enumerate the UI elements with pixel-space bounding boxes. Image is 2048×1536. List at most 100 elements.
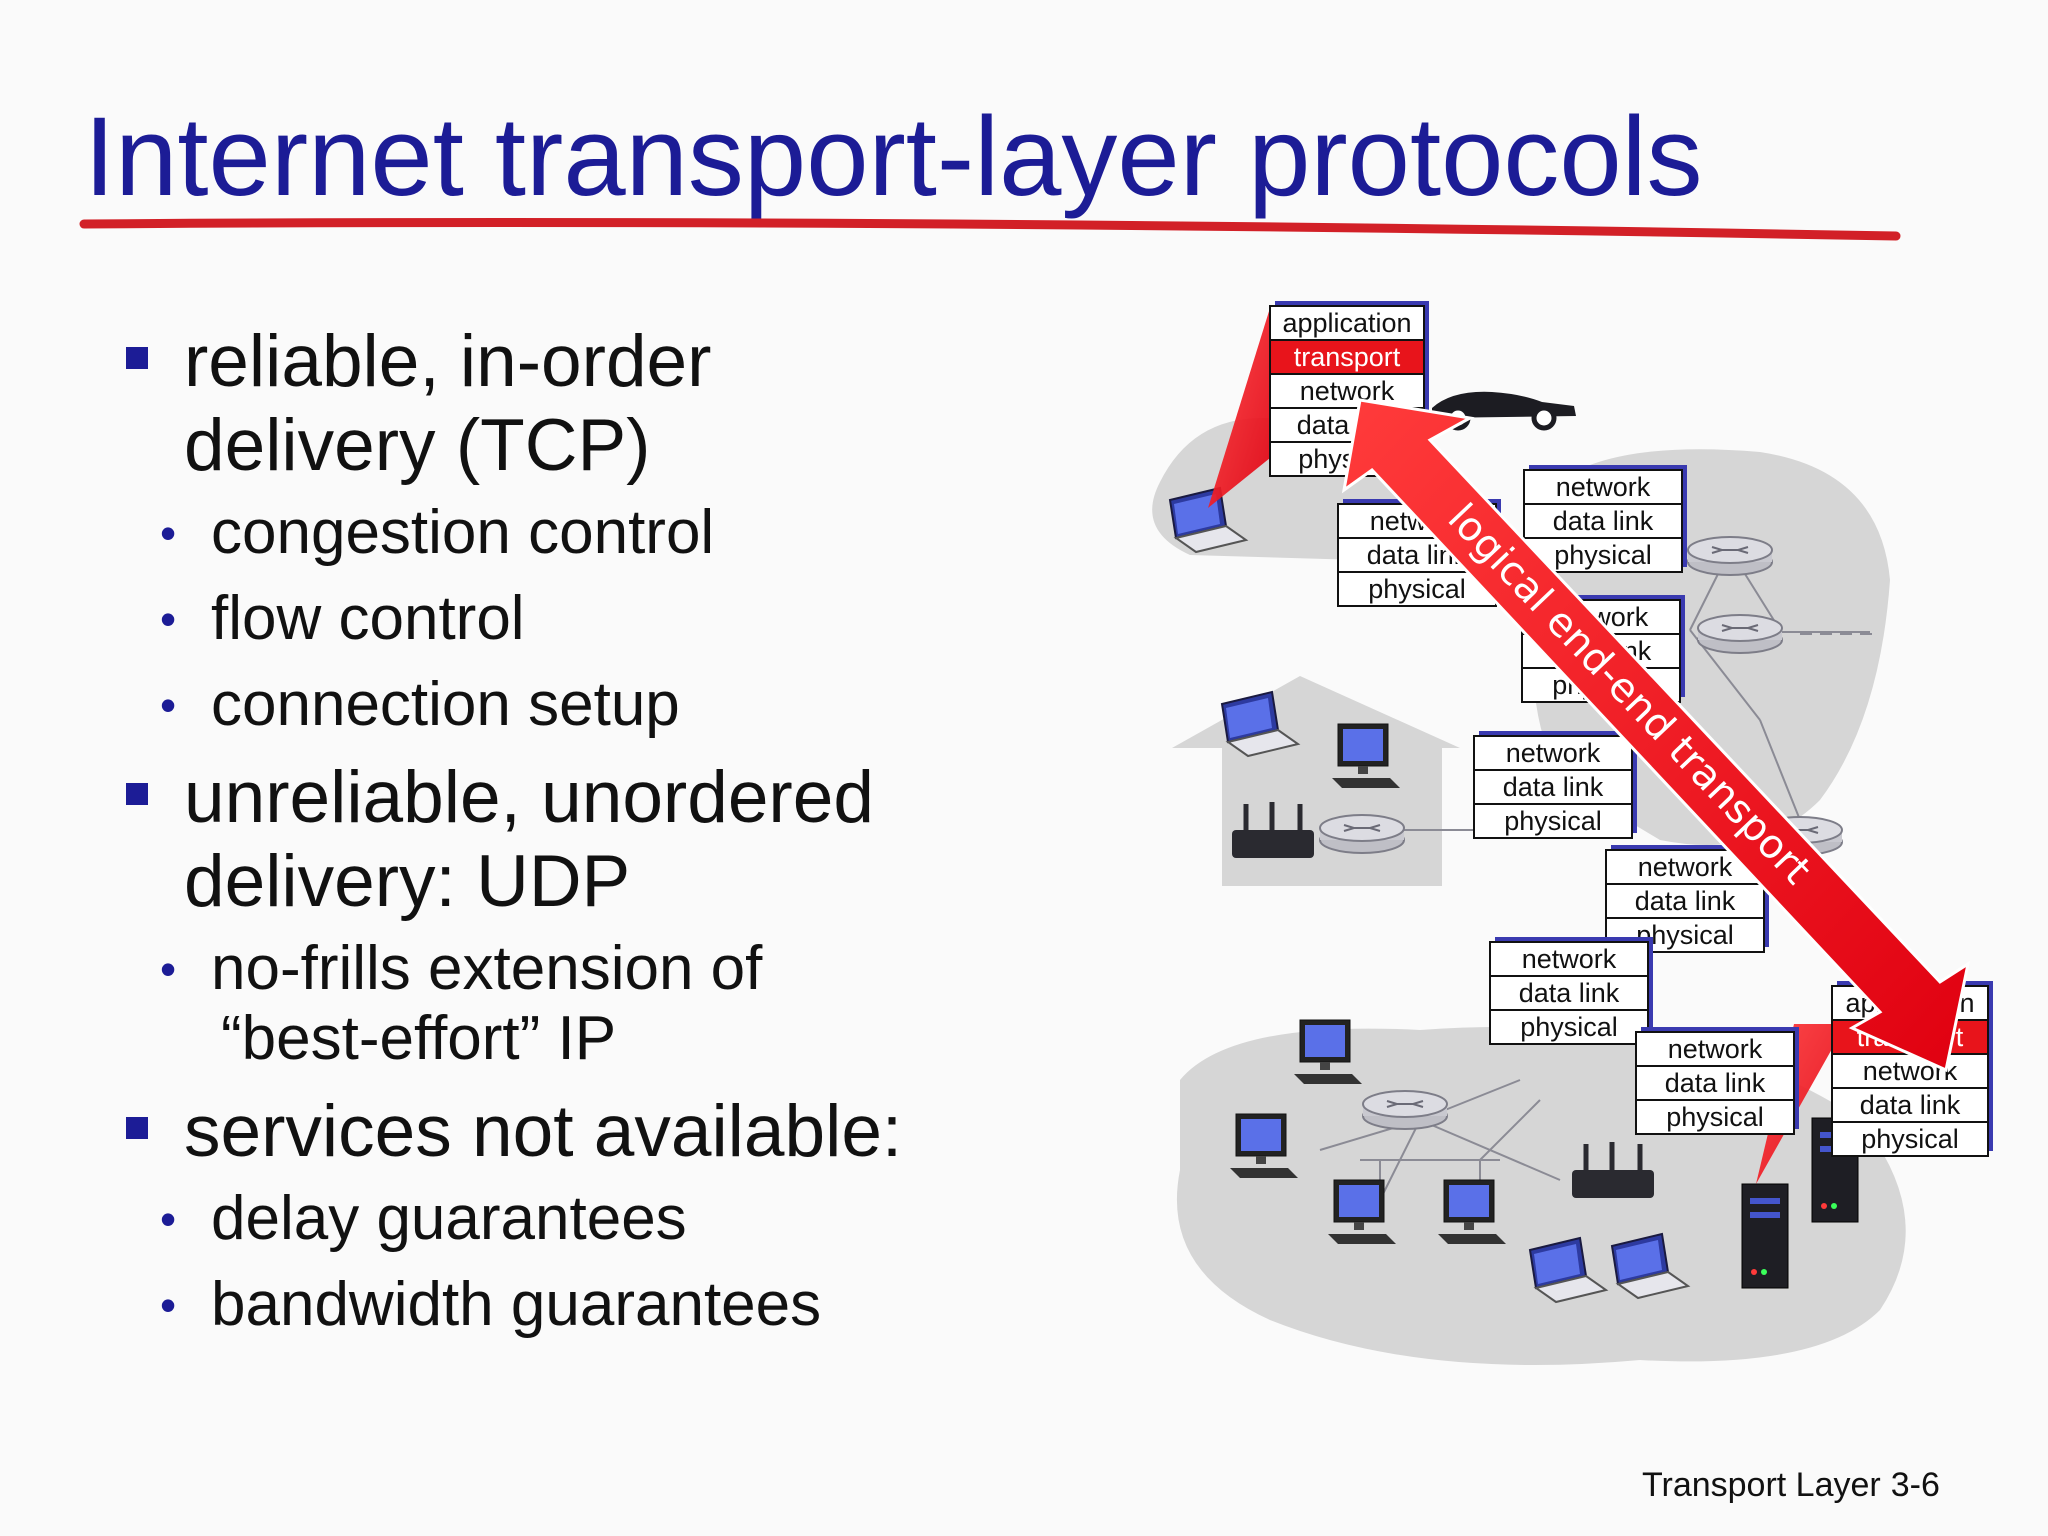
- sub-bullet-flow: •flow control: [56, 584, 1170, 654]
- layer-box: [1831, 1121, 1989, 1157]
- router-stack: network data link physical: [1489, 937, 1653, 1045]
- stack-shadow: [1837, 981, 1993, 1151]
- stack-shadow: [1343, 499, 1501, 601]
- layer-label: physical: [1636, 920, 1734, 950]
- wireless-router-icon: [1232, 802, 1314, 858]
- layer-label: data link: [1519, 978, 1620, 1008]
- layer-box: [1269, 305, 1425, 341]
- desktop-icon: [1437, 1179, 1507, 1245]
- router-icon: [1319, 814, 1405, 854]
- layer-label: transport: [1294, 342, 1401, 372]
- layer-box: [1337, 503, 1497, 539]
- router-icon: [1697, 614, 1783, 654]
- layer-label: data link: [1503, 772, 1604, 802]
- layer-box: [1605, 849, 1765, 885]
- layer-box: [1521, 667, 1681, 703]
- layer-label: physical: [1368, 574, 1466, 604]
- layer-box: [1521, 599, 1681, 635]
- car-icon: [1432, 391, 1576, 431]
- layer-label: network: [1522, 944, 1617, 974]
- desktop-icon: [1327, 1179, 1397, 1245]
- wireless-router-icon: [1572, 1142, 1654, 1198]
- protocol-stacks: application transport network data link phys…: [1269, 301, 1993, 1157]
- layer-label: physical: [1554, 540, 1652, 570]
- layer-label: physical: [1861, 1124, 1959, 1154]
- layer-label: network: [1668, 1034, 1763, 1064]
- slide-title: Internet transport-layer protocols: [84, 94, 1703, 219]
- layer-box: [1635, 1065, 1795, 1101]
- logical-transport-arrow: logical end-end transport: [1341, 398, 1971, 1073]
- layer-label: physical: [1504, 806, 1602, 836]
- title-underline: [79, 218, 1901, 241]
- layer-box: [1337, 571, 1497, 607]
- layer-box: [1831, 1087, 1989, 1123]
- sub-bullet-text: bandwidth guarantees: [211, 1270, 822, 1339]
- desktop-icon: [1293, 1019, 1363, 1085]
- dest-host-highlight: [1756, 1024, 1846, 1184]
- layer-label: application: [1282, 308, 1411, 338]
- bullet-tcp-line1: reliable, in-order: [184, 321, 712, 402]
- sub-bullet-connection: •connection setup: [56, 670, 1170, 740]
- laptop-icon: [1221, 691, 1299, 757]
- layer-label: network: [1556, 472, 1651, 502]
- layer-label: physical: [1666, 1102, 1764, 1132]
- layer-box: [1831, 985, 1989, 1021]
- sub-bullet-text: flow control: [211, 584, 525, 653]
- sub-bullet-delay: •delay guarantees: [56, 1184, 1170, 1254]
- sub-bullet-no-frills: •no-frills extension of“best-effort” IP: [56, 934, 1170, 1074]
- sub-bullet-text: no-frills extension of: [211, 934, 763, 1003]
- layer-label: transport: [1857, 1022, 1964, 1052]
- layer-box: [1269, 441, 1425, 477]
- layer-label: application: [1845, 988, 1974, 1018]
- dot-bullet-icon: •: [160, 507, 177, 559]
- router-stack: network data link physical: [1635, 1027, 1799, 1135]
- layer-label: network: [1863, 1056, 1958, 1086]
- layer-box: [1489, 1009, 1649, 1045]
- layer-box: [1269, 407, 1425, 443]
- square-bullet-icon: [126, 1117, 148, 1139]
- stack-shadow: [1641, 1027, 1799, 1129]
- layer-box: [1473, 735, 1633, 771]
- layer-box: [1489, 975, 1649, 1011]
- bullet-not-available: services not available:: [120, 1090, 1170, 1174]
- bullet-tcp-line2: delivery (TCP): [184, 405, 651, 486]
- bullet-udp-line1: unreliable, unordered: [184, 757, 874, 838]
- router-stack: network data link physical: [1523, 465, 1687, 573]
- layer-box: [1337, 537, 1497, 573]
- layer-box: [1473, 769, 1633, 805]
- stack-shadow: [1495, 937, 1653, 1039]
- layer-label: physical: [1520, 1012, 1618, 1042]
- layer-box: [1523, 537, 1683, 573]
- laptop-icon: [1169, 487, 1247, 553]
- layer-box: [1521, 633, 1681, 669]
- page-number: 3-6: [1890, 1466, 1940, 1504]
- layer-label: data link: [1635, 886, 1736, 916]
- layer-box: [1489, 941, 1649, 977]
- square-bullet-icon: [126, 347, 148, 369]
- layer-label: physical: [1552, 670, 1650, 700]
- layer-label: network: [1554, 602, 1649, 632]
- layer-label: network: [1638, 852, 1733, 882]
- arrow-label: logical end-end transport: [1439, 495, 1820, 893]
- footer-label: Transport Layer: [1642, 1466, 1881, 1504]
- router-icon: [1687, 536, 1773, 576]
- layer-label: data link: [1665, 1068, 1766, 1098]
- layer-label: physical: [1298, 444, 1396, 474]
- layer-label: data link: [1551, 636, 1652, 666]
- home-network: [1172, 676, 1460, 886]
- server-icon: [1811, 1117, 1859, 1223]
- dot-bullet-icon: •: [160, 1193, 177, 1245]
- layer-box: [1523, 469, 1683, 505]
- bullet-tcp: reliable, in-order delivery (TCP): [120, 320, 1170, 488]
- laptop-icon: [1611, 1233, 1689, 1299]
- layer-box: [1831, 1053, 1989, 1089]
- isp-cloud-right: [1533, 449, 1890, 845]
- sub-bullet-text-2: “best-effort” IP: [221, 1004, 617, 1073]
- stack-shadow: [1529, 465, 1687, 567]
- layer-label: data link: [1553, 506, 1654, 536]
- layer-box: [1831, 1019, 1989, 1055]
